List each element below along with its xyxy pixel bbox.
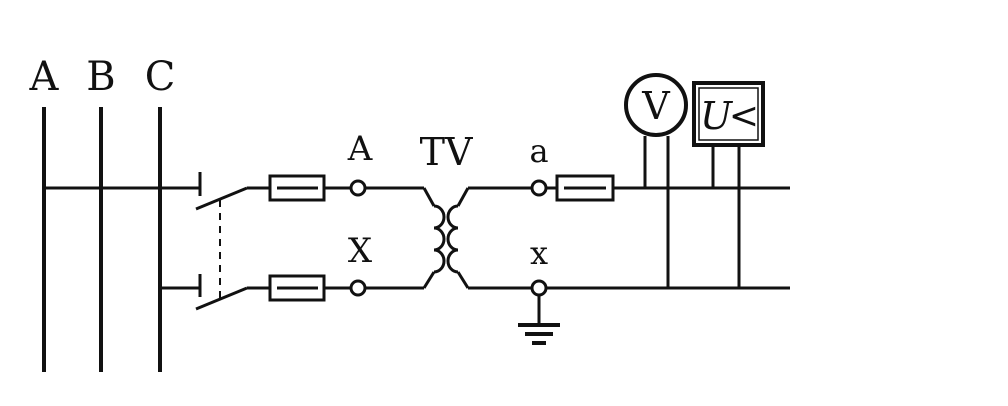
lower-switch-blade	[195, 286, 248, 311]
voltmeter-icon: V	[624, 73, 688, 137]
secondary-winding	[446, 204, 459, 274]
phase-label-c: C	[145, 54, 176, 100]
secondary-terminal-x	[530, 279, 548, 297]
primary-winding	[433, 204, 446, 274]
upper-switch-blade	[195, 186, 248, 211]
primary-terminal-label-x: X	[348, 231, 373, 271]
relay-leads	[711, 146, 741, 288]
secondary-terminal-a	[530, 179, 548, 197]
transformer-label: TV	[420, 130, 473, 174]
primary-winding-leads	[365, 186, 436, 290]
fuse-icon	[268, 174, 326, 202]
secondary-terminal-label-a: a	[529, 132, 548, 170]
phase-label-a: A	[29, 54, 60, 100]
primary-wiring	[44, 172, 270, 311]
relay-sign: <	[729, 96, 759, 137]
undervoltage-relay-icon: U <	[692, 81, 765, 147]
phase-busbars	[42, 107, 162, 372]
secondary-winding-leads	[456, 186, 532, 290]
relay-symbol: U	[700, 94, 734, 138]
secondary-terminal-label-x: x	[530, 234, 548, 272]
fuse-icon	[268, 274, 326, 302]
voltmeter-label: V	[641, 84, 670, 128]
primary-terminal-label-a: A	[347, 129, 373, 169]
ground-icon	[518, 295, 560, 345]
primary-terminal-a	[349, 179, 367, 197]
fuse-icon	[555, 174, 615, 202]
fuse-to-terminal-wires	[324, 186, 351, 290]
voltmeter-leads	[643, 136, 670, 288]
phase-label-b: B	[86, 54, 115, 100]
primary-terminal-x	[349, 279, 367, 297]
